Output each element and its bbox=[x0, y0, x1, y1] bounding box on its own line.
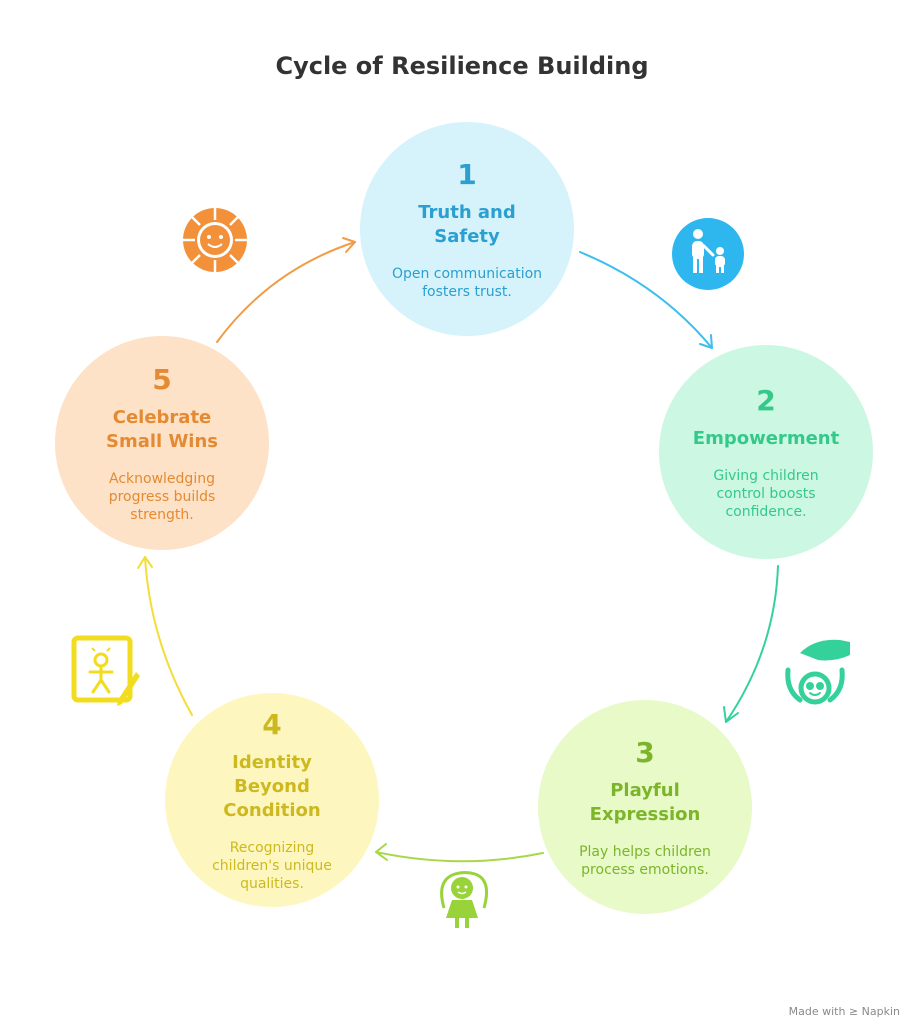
diagram-title: Cycle of Resilience Building bbox=[275, 52, 649, 80]
step-3-number: 3 bbox=[635, 735, 655, 769]
step-5-node: 5 Celebrate Small Wins Acknowledging pro… bbox=[55, 336, 269, 550]
made-with-napkin-credit: Made with ≥ Napkin bbox=[788, 1005, 900, 1018]
step-2-title: Empowerment bbox=[692, 427, 840, 449]
step-4-number: 4 bbox=[262, 707, 282, 741]
arrow-5-to-1 bbox=[216, 237, 356, 343]
step-4-node: 4 Identity Beyond Condition Recognizing … bbox=[165, 693, 379, 907]
step-1-node: 1 Truth and Safety Open communication fo… bbox=[360, 122, 574, 336]
step-2-number: 2 bbox=[756, 383, 776, 417]
step-5-number: 5 bbox=[152, 362, 172, 396]
parent-and-child-icon bbox=[672, 218, 744, 290]
step-4-description: Recognizing children's unique qualities. bbox=[212, 839, 332, 892]
step-1-number: 1 bbox=[457, 157, 477, 191]
step-3-node: 3 Playful Expression Play helps children… bbox=[538, 700, 752, 914]
arrow-1-to-2 bbox=[579, 251, 713, 349]
step-2-node: 2 Empowerment Giving children control bo… bbox=[659, 345, 873, 559]
child-drawing-icon bbox=[71, 635, 140, 706]
step-2-description: Giving children control boosts confidenc… bbox=[713, 467, 819, 520]
arrow-4-to-5 bbox=[137, 556, 193, 716]
step-5-title: Celebrate Small Wins bbox=[105, 406, 219, 452]
arrow-2-to-3 bbox=[723, 565, 779, 723]
step-4-title: Identity Beyond Condition bbox=[223, 751, 321, 821]
step-5-description: Acknowledging progress builds strength. bbox=[108, 470, 216, 523]
step-1-description: Open communication fosters trust. bbox=[391, 265, 543, 300]
smiling-sun-badge-icon bbox=[183, 208, 247, 272]
step-3-title: Playful Expression bbox=[589, 779, 701, 825]
jump-rope-child-icon bbox=[440, 871, 488, 928]
step-1-title: Truth and Safety bbox=[418, 201, 516, 247]
hand-over-child-icon bbox=[785, 639, 850, 705]
arrow-3-to-4 bbox=[375, 843, 544, 863]
step-3-description: Play helps children process emotions. bbox=[579, 843, 711, 878]
